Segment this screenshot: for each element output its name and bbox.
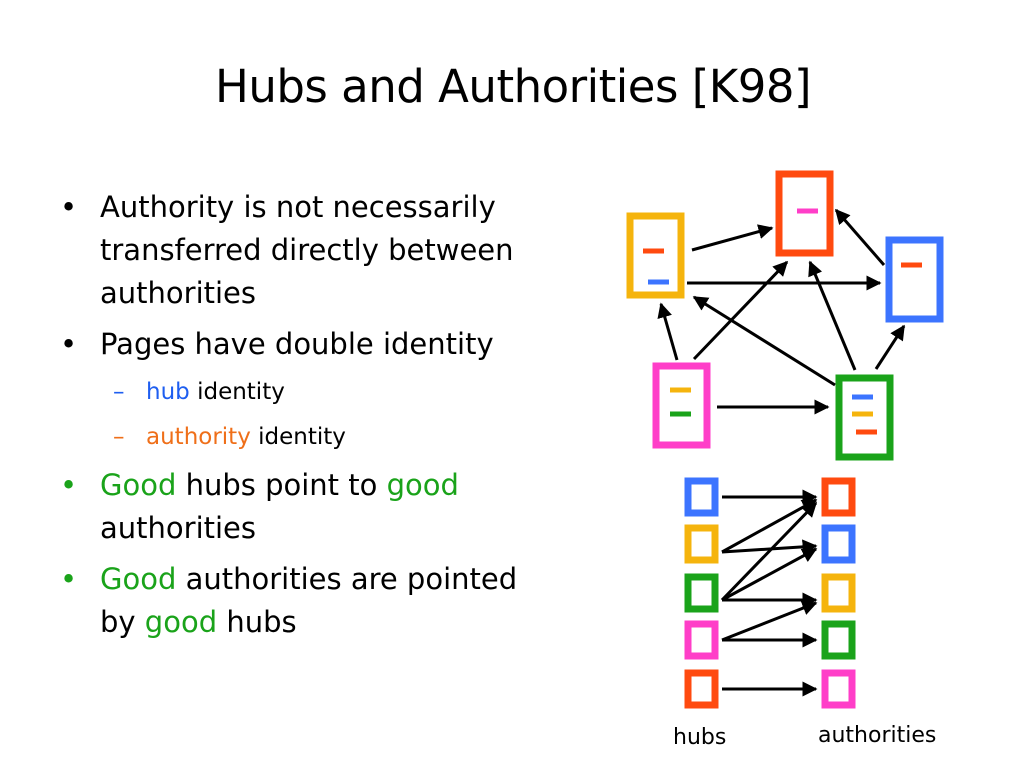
- hub-node-yellow: [684, 524, 719, 564]
- bullet-text: authorities: [100, 511, 257, 545]
- bullet-authority-transfer: • Authority is not necessarily transferr…: [60, 186, 560, 315]
- good-keyword: Good: [100, 468, 177, 502]
- hub-node-red: [684, 669, 719, 709]
- link-green-to-yellow: [692, 295, 836, 387]
- edge-hub-green-to-auth-blue: [721, 547, 818, 602]
- link-green-to-blue: [874, 324, 906, 370]
- slide-title: Hubs and Authorities [K98]: [215, 60, 812, 113]
- bullet-marker: •: [60, 468, 78, 502]
- hub-node-green: [684, 573, 719, 613]
- bullet-marker: •: [60, 562, 78, 596]
- sub-bullet-text: identity: [189, 379, 285, 405]
- good-keyword: good: [144, 605, 218, 639]
- authority-node-green: [821, 620, 856, 660]
- edge-hub-green-to-auth-red: [720, 501, 818, 602]
- good-keyword: good: [386, 468, 459, 502]
- link-magenta-to-yellow: [657, 302, 679, 361]
- authority-node-magenta: [821, 669, 856, 709]
- bullet-text: Authority is not necessarily transferred…: [100, 190, 514, 310]
- hub-keyword: hub: [146, 379, 190, 405]
- link-yellow-to-red: [691, 224, 774, 252]
- authority-node-yellow: [821, 573, 856, 613]
- edge-hub-yellow-to-auth-red: [721, 498, 818, 554]
- hub-node-blue: [684, 477, 719, 517]
- authority-node-red: [821, 477, 856, 517]
- hubs-label: hubs: [673, 725, 727, 750]
- bullet-good-authorities: • Good authorities are pointed by good h…: [60, 558, 560, 644]
- bullet-text: hubs point to: [176, 468, 387, 502]
- bullet-text: hubs: [217, 605, 297, 639]
- sub-bullet-marker: –: [113, 379, 125, 405]
- bullet-marker: •: [60, 327, 78, 361]
- bullet-double-identity: • Pages have double identity: [60, 323, 560, 366]
- sub-bullet-hub-identity: – hub identity: [60, 374, 560, 410]
- good-keyword: Good: [100, 562, 177, 596]
- authority-keyword: authority: [146, 424, 251, 450]
- bullet-good-hubs: • Good hubs point to good authorities: [60, 464, 560, 550]
- bullet-list: • Authority is not necessarily transferr…: [60, 186, 560, 652]
- page-node-yellow: [626, 212, 685, 299]
- bullet-text: authorities are pointed by: [100, 562, 518, 639]
- link-blue-to-red: [834, 208, 886, 266]
- edge-hub-magenta-to-auth-yellow: [721, 600, 818, 642]
- authority-node-blue: [821, 524, 856, 564]
- authorities-label: authorities: [818, 723, 937, 748]
- hub-node-magenta: [684, 620, 719, 660]
- link-magenta-to-red: [692, 260, 789, 361]
- edge-hub-yellow-to-auth-blue: [721, 539, 818, 555]
- page-node-green: [835, 374, 894, 461]
- sub-bullet-authority-identity: – authority identity: [60, 419, 560, 455]
- sub-bullet-marker: –: [113, 424, 125, 450]
- bullet-marker: •: [60, 190, 78, 224]
- page-node-magenta: [652, 362, 711, 449]
- link-green-to-red: [808, 260, 857, 371]
- sub-bullet-text: identity: [250, 424, 346, 450]
- page-node-blue: [885, 236, 944, 323]
- page-node-red: [775, 170, 834, 257]
- bullet-text: Pages have double identity: [100, 327, 494, 361]
